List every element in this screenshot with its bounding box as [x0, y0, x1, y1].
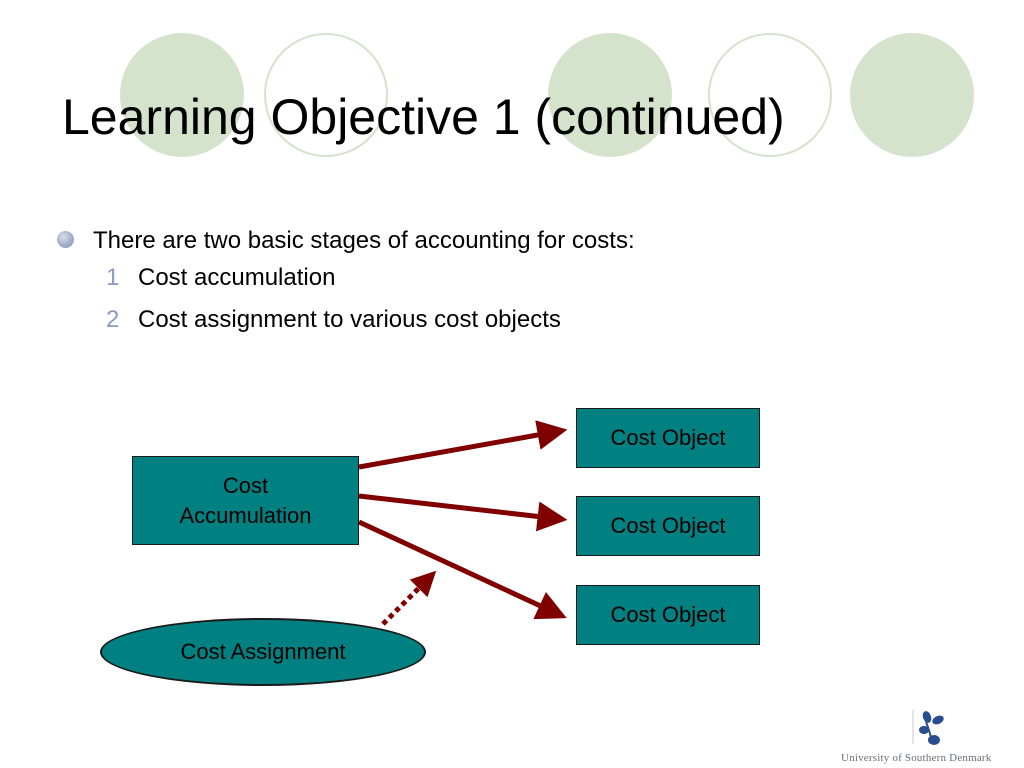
dotted-assignment-arrow [381, 570, 437, 626]
list-number: 2 [106, 306, 120, 333]
decorative-circles [120, 33, 974, 157]
cost-assignment-ellipse: Cost Assignment [100, 618, 426, 686]
circle-filled-1 [120, 33, 244, 157]
university-logo-icon [912, 710, 944, 745]
circle-filled-3 [850, 33, 974, 157]
bullet-icon [57, 231, 74, 248]
bullet-text: There are two basic stages of accounting… [93, 227, 635, 254]
cost-accumulation-box: Cost Accumulation [132, 456, 359, 545]
arrow-to-cost-object-2 [358, 493, 568, 532]
list-item: 1 Cost accumulation [106, 264, 335, 292]
circle-outline-1 [264, 33, 388, 157]
list-item-text: Cost accumulation [138, 264, 336, 291]
arrow-to-cost-object-3 [357, 519, 567, 620]
cost-object-box-1: Cost Object [576, 408, 760, 468]
page-title: Learning Objective 1 (continued) [62, 89, 785, 145]
list-item-text: Cost assignment to various cost objects [138, 306, 561, 333]
circle-outline-2 [708, 33, 832, 157]
cost-object-box-2: Cost Object [576, 496, 760, 556]
accumulation-label-line1: Cost [222, 472, 269, 498]
circle-filled-2 [548, 33, 672, 157]
arrow-to-cost-object-1 [358, 420, 568, 470]
cost-object-box-3: Cost Object [576, 585, 760, 645]
accumulation-label-line2: Accumulation [179, 502, 312, 528]
university-name: University of Southern Denmark [841, 752, 992, 764]
list-number: 1 [106, 264, 120, 291]
list-item: 2 Cost assignment to various cost objects [106, 306, 561, 334]
